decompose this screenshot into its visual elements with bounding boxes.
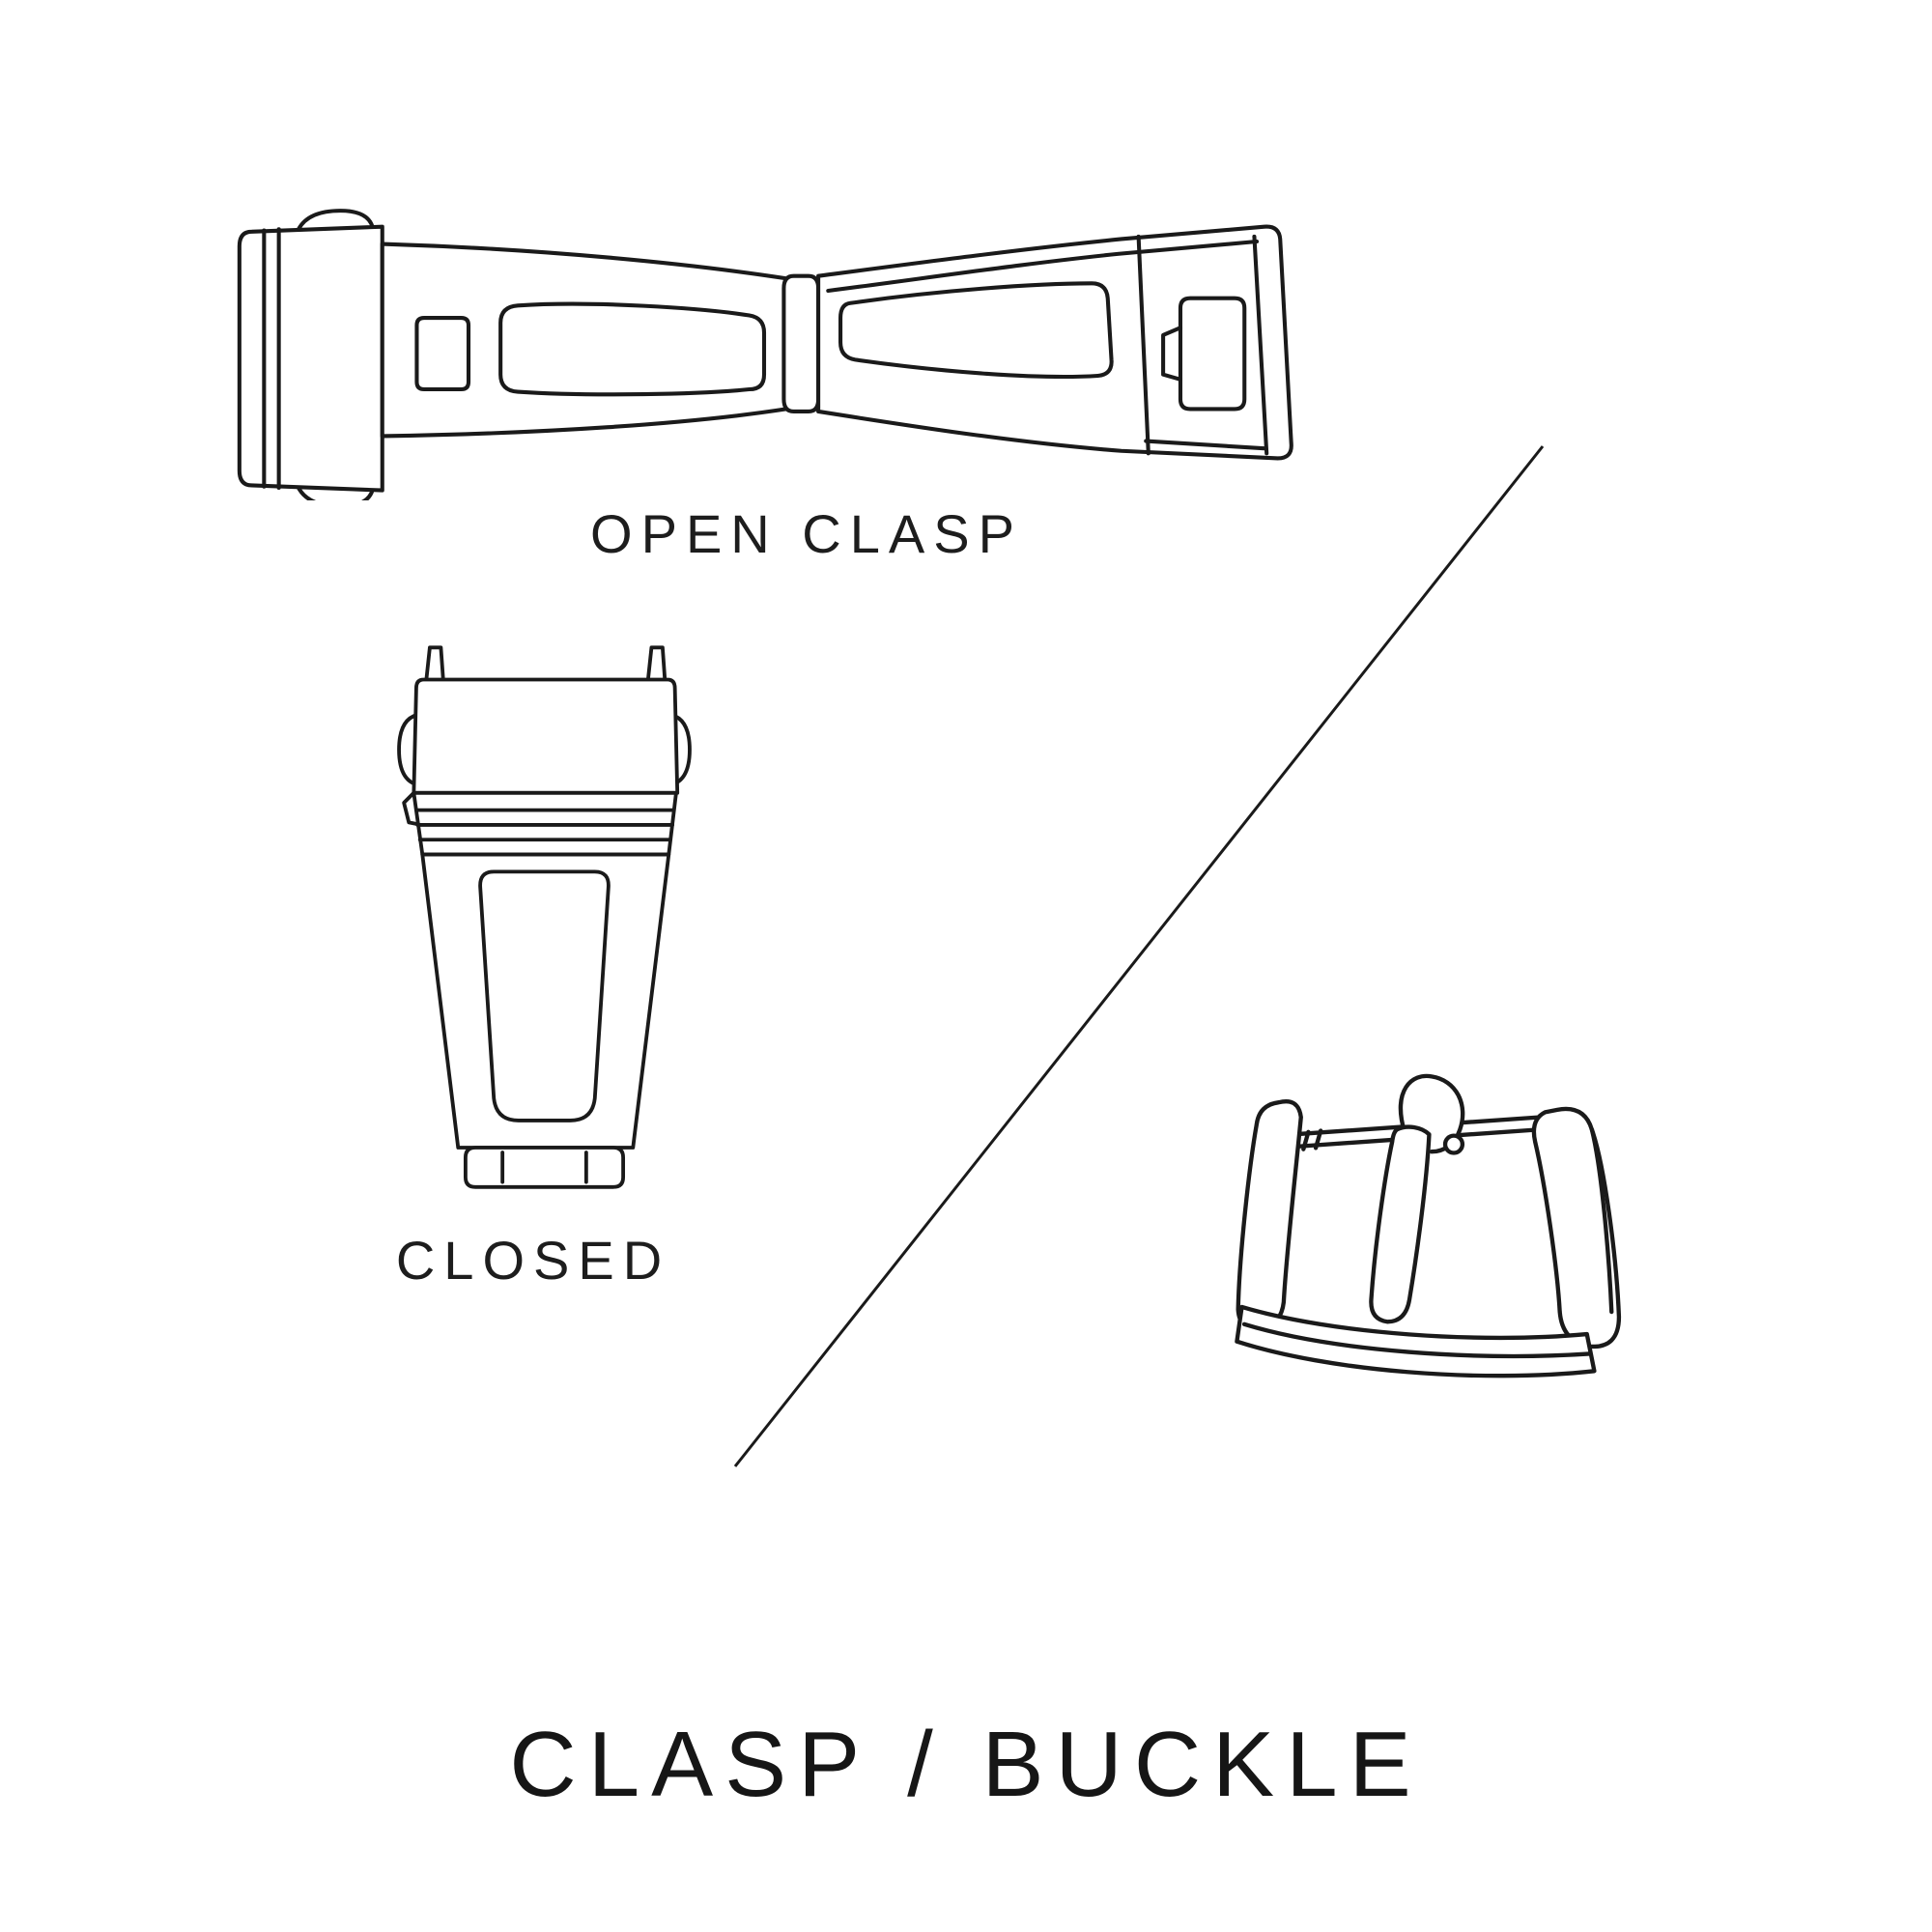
tang-buckle-illustration [1222,1070,1641,1428]
closed-label: CLOSED [395,1230,671,1291]
closed-clasp-illustration [372,638,717,1192]
open-clasp-illustration [222,180,1306,500]
open-clasp-label: OPEN CLASP [590,503,1023,564]
diagram-title: CLASP / BUCKLE [509,1713,1423,1816]
